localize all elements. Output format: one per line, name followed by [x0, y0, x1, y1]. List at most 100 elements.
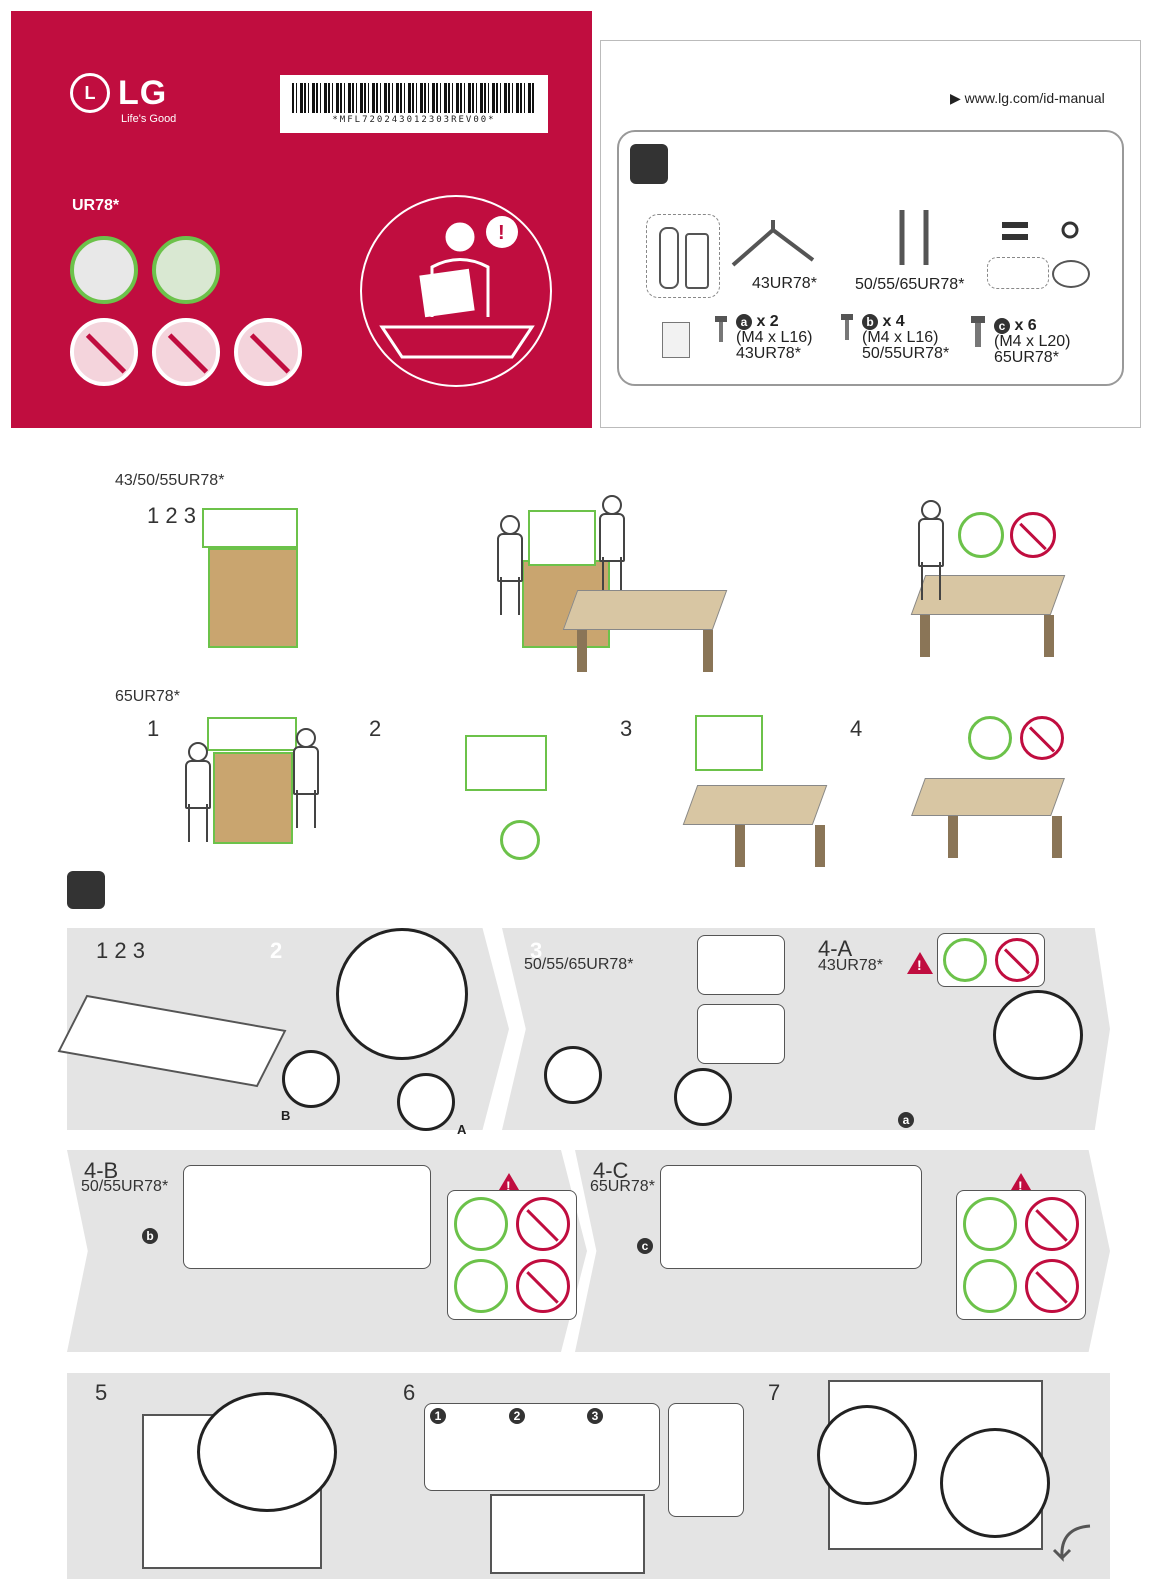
- barcode: *MFL72024301230​3REV00*: [280, 75, 548, 133]
- wrong-screw-icon: [516, 1259, 570, 1313]
- hold-correct-icon: [152, 236, 220, 304]
- play-icon: ▶: [950, 90, 961, 106]
- stand-lock-detail-2: [697, 1004, 785, 1064]
- warning-icon: [496, 1173, 522, 1195]
- foam-65-icon: [207, 717, 297, 751]
- screw-a-badge: a: [736, 314, 752, 330]
- tv-box-icon: [208, 548, 298, 648]
- stand-legs-icon: [890, 205, 940, 270]
- table-leg: [703, 630, 713, 672]
- step-4b-label: 4-B: [84, 1158, 119, 1183]
- correct-screw-icon: [454, 1259, 508, 1313]
- screw-a-count: x 2: [756, 313, 779, 331]
- correct-mount-icon: [454, 1197, 508, 1251]
- magic-remote-icon: [659, 227, 679, 289]
- cable-tie-detail: [940, 1428, 1050, 1538]
- cable-route-detail: [817, 1405, 917, 1505]
- cable-manager-detail: [197, 1392, 337, 1512]
- stand-lock-right: [674, 1068, 732, 1126]
- wrong-mount-icon: [516, 1197, 570, 1251]
- clip-icon: [1060, 220, 1080, 244]
- correct-mount-icon: [963, 1197, 1017, 1251]
- table-leg: [577, 630, 587, 672]
- unpack-43-55-steps: 1 2 3: [147, 503, 196, 528]
- model-name: UR78*: [72, 197, 120, 214]
- stand-43-icon: [728, 215, 818, 270]
- screw-a-icon: [714, 316, 728, 344]
- manual-booklet-icon: [662, 322, 690, 358]
- table-leg: [1052, 816, 1062, 858]
- table-leg: [1044, 615, 1054, 657]
- stand-a-detail: [397, 1073, 455, 1131]
- stand-lock-left: [544, 1046, 602, 1104]
- step-3-model: 50/55/65UR78*: [524, 956, 634, 973]
- press-wrong-icon: [152, 318, 220, 386]
- screw-c-spec: c x 6 (M4 x L20) 65UR78*: [994, 318, 1070, 366]
- package-icon: [630, 144, 668, 184]
- manual-link[interactable]: ▶ www.lg.com/id-manual: [950, 90, 1105, 107]
- unpack-43-55-label: 43/50/55UR78*: [115, 472, 225, 489]
- table-top-3: [682, 785, 828, 825]
- assembly-steps-label: 1 2 3: [96, 938, 145, 963]
- correct-screw-icon: [943, 938, 987, 982]
- unpack-65-step-4: 4: [850, 716, 863, 741]
- step-3-label: 3: [530, 938, 543, 963]
- stand-b-label: B: [281, 1108, 291, 1123]
- screw-c-model: 65UR78*: [994, 349, 1059, 367]
- stand-a-label: A: [457, 1122, 467, 1137]
- person-inspect: [915, 500, 944, 600]
- cable-holder-icon: [1000, 218, 1030, 248]
- packing-foam-icon: [202, 508, 298, 548]
- stand-b-detail: [282, 1050, 340, 1108]
- wrong-screw-icon: [1025, 1259, 1079, 1313]
- table-leg: [735, 825, 745, 867]
- unpack-65-step-3: 3: [620, 716, 633, 741]
- table-top-4: [911, 778, 1065, 816]
- screw-c-badge: c: [994, 318, 1010, 334]
- correct-grip-icon: [958, 512, 1004, 558]
- lg-face-icon: L: [70, 73, 110, 113]
- stand-insert-detail: [336, 928, 468, 1060]
- tv-upright-6: [490, 1494, 645, 1574]
- screw-a-size: (M4 x L16): [736, 329, 813, 347]
- carry-wrong-icon: [70, 318, 138, 386]
- correct-screw-icon: [963, 1259, 1017, 1313]
- screw-a-model: 43UR78*: [736, 345, 801, 363]
- screw-a-spec: a x 2 (M4 x L16) 43UR78*: [736, 314, 812, 362]
- clip-step-1: 1: [430, 1408, 446, 1424]
- wrong-mount-icon: [1025, 1197, 1079, 1251]
- clip-steps-box: 1 2 3: [424, 1403, 660, 1491]
- screw-check-box-4c: [956, 1190, 1086, 1320]
- grip-detail-icon: [500, 820, 540, 860]
- stand-screw-detail-4b: [183, 1165, 431, 1269]
- screw-c-count: x 6: [1014, 317, 1037, 335]
- step-4c-model: 65UR78*: [590, 1178, 655, 1195]
- brand-tagline: Life's Good: [121, 113, 177, 125]
- brand-name: LG: [118, 74, 168, 112]
- stand-50-65-label: 50/55/65UR78*: [855, 276, 965, 293]
- screw-b-count: x 4: [882, 313, 905, 331]
- wrong-screw-icon: [995, 938, 1039, 982]
- correct-grip-icon: [968, 716, 1012, 760]
- unpack-65-step-1: 1: [147, 716, 160, 741]
- screw-b-model: 50/55UR78*: [862, 345, 950, 363]
- tv-lift-illustration: [528, 510, 596, 566]
- warning-icon: [1008, 1173, 1034, 1195]
- cable-tie-icon: [987, 257, 1049, 289]
- wrong-grip-icon: [1020, 716, 1064, 760]
- parts-panel: [600, 40, 1141, 428]
- clip-step-3: 3: [587, 1408, 603, 1424]
- table-top: [562, 590, 728, 630]
- screw-check-box: [937, 933, 1045, 987]
- clip-lock-box: [668, 1403, 744, 1517]
- person-left: [494, 515, 523, 615]
- person-right: [290, 728, 319, 828]
- lift-wrong-icon: [234, 318, 302, 386]
- screw-a-marker: a: [898, 1112, 914, 1128]
- stand-43-label: 43UR78*: [752, 275, 817, 292]
- screw-c-size: (M4 x L20): [994, 333, 1071, 351]
- box-65-icon: [213, 752, 293, 844]
- step-4a-model: 43UR78*: [818, 957, 883, 974]
- screw-b-icon: [840, 314, 854, 342]
- manual-url: www.lg.com/id-manual: [964, 90, 1105, 106]
